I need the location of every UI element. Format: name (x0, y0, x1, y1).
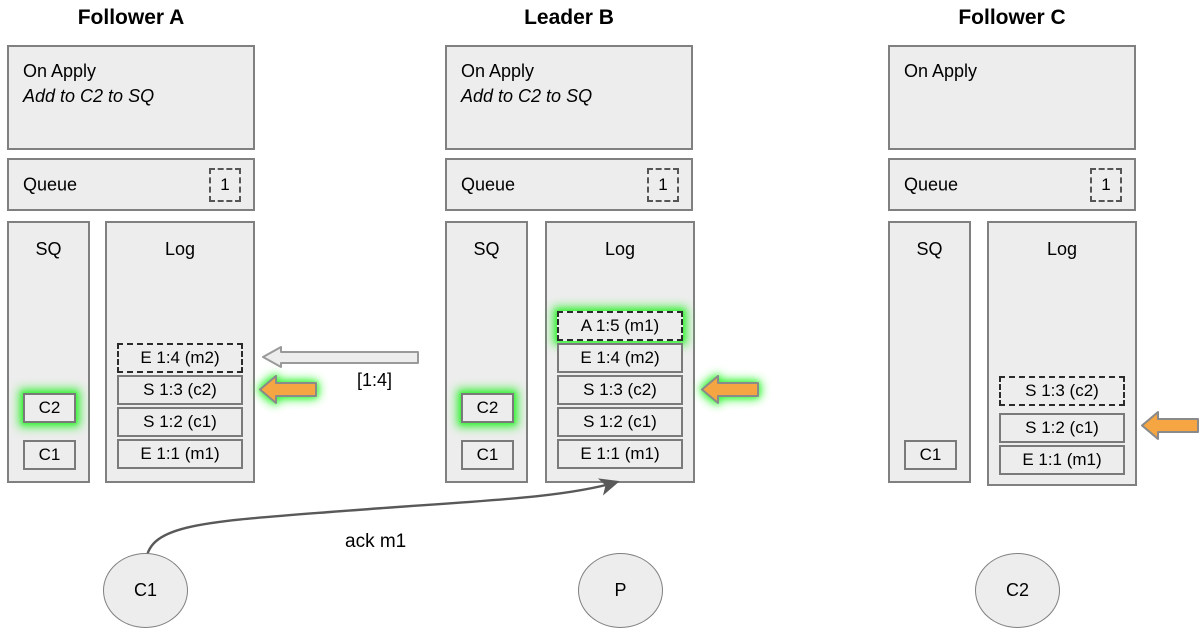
log-header-b: Log (604, 239, 636, 259)
log-entry-b-1: E 1:4 (m2) (557, 343, 683, 373)
queue-label-b: Queue (461, 174, 516, 194)
queue-panel-follower-a: Queue 1 (7, 158, 255, 211)
on-apply-title-a: On Apply (23, 61, 97, 81)
sq-header-a: SQ (35, 239, 62, 259)
log-entry-a-3: E 1:1 (m1) (117, 439, 243, 469)
on-apply-panel-leader-b: On Apply Add to C2 to SQ (445, 45, 693, 150)
queue-panel-leader-b: Queue 1 (445, 158, 693, 211)
log-entry-c-2: E 1:1 (m1) (999, 445, 1125, 475)
log-panel-follower-a: Log E 1:4 (m2) S 1:3 (c2) S 1:2 (c1) E 1… (105, 221, 255, 483)
log-panel-follower-c: Log S 1:3 (c2) S 1:2 (c1) E 1:1 (m1) (987, 221, 1137, 486)
queue-token-c: 1 (1090, 167, 1122, 202)
replication-arrow-b-to-a (261, 345, 421, 369)
queue-token-a: 1 (209, 167, 241, 202)
log-entry-a-0: E 1:4 (m2) (117, 343, 243, 373)
client-circle-p[interactable]: P (578, 553, 663, 628)
sq-panel-follower-c: SQ C1 (888, 221, 971, 483)
on-apply-title-c: On Apply (904, 61, 978, 81)
log-header-a: Log (164, 239, 196, 259)
sq-item-a-0: C2 (23, 393, 76, 423)
log-panel-leader-b: Log A 1:5 (m1) E 1:4 (m2) S 1:3 (c2) S 1… (545, 221, 695, 483)
sq-item-a-1: C1 (23, 440, 76, 470)
log-entry-b-0: A 1:5 (m1) (557, 311, 683, 341)
sq-item-c-0: C1 (904, 440, 957, 470)
apply-arrow-leader-b (700, 372, 762, 407)
queue-label-a: Queue (23, 174, 78, 194)
apply-arrow-follower-c (1140, 408, 1200, 443)
sq-panel-leader-b: SQ C2 C1 (445, 221, 528, 483)
log-entry-b-3: S 1:2 (c1) (557, 407, 683, 437)
log-entry-a-1: S 1:3 (c2) (117, 375, 243, 405)
on-apply-panel-follower-c: On Apply (888, 45, 1136, 150)
apply-arrow-follower-a (258, 372, 320, 407)
log-entry-c-1: S 1:2 (c1) (999, 413, 1125, 443)
sq-header-b: SQ (473, 239, 500, 259)
log-entry-c-0: S 1:3 (c2) (999, 376, 1125, 406)
node-title-follower-c: Follower C (958, 6, 1066, 29)
queue-token-b: 1 (647, 167, 679, 202)
sq-item-b-1: C1 (461, 440, 514, 470)
node-title-leader-b: Leader B (524, 6, 614, 29)
on-apply-panel-follower-a: On Apply Add to C2 to SQ (7, 45, 255, 150)
log-entry-b-4: E 1:1 (m1) (557, 439, 683, 469)
node-title-follower-a: Follower A (77, 6, 185, 29)
client-circle-c2[interactable]: C2 (975, 553, 1060, 628)
client-circle-c1[interactable]: C1 (103, 553, 188, 628)
log-entry-a-2: S 1:2 (c1) (117, 407, 243, 437)
replication-arrow-label: [1:4] (357, 370, 393, 390)
sq-header-c: SQ (916, 239, 943, 259)
on-apply-action-a: Add to C2 to SQ (23, 86, 155, 106)
sq-panel-follower-a: SQ C2 C1 (7, 221, 90, 483)
on-apply-title-b: On Apply (461, 61, 535, 81)
on-apply-action-b: Add to C2 to SQ (461, 86, 593, 106)
queue-panel-follower-c: Queue 1 (888, 158, 1136, 211)
queue-label-c: Queue (904, 174, 959, 194)
log-header-c: Log (1046, 239, 1078, 259)
sq-item-b-0: C2 (461, 393, 514, 423)
log-entry-b-2: S 1:3 (c2) (557, 375, 683, 405)
ack-arrow-label: ack m1 (345, 531, 407, 552)
